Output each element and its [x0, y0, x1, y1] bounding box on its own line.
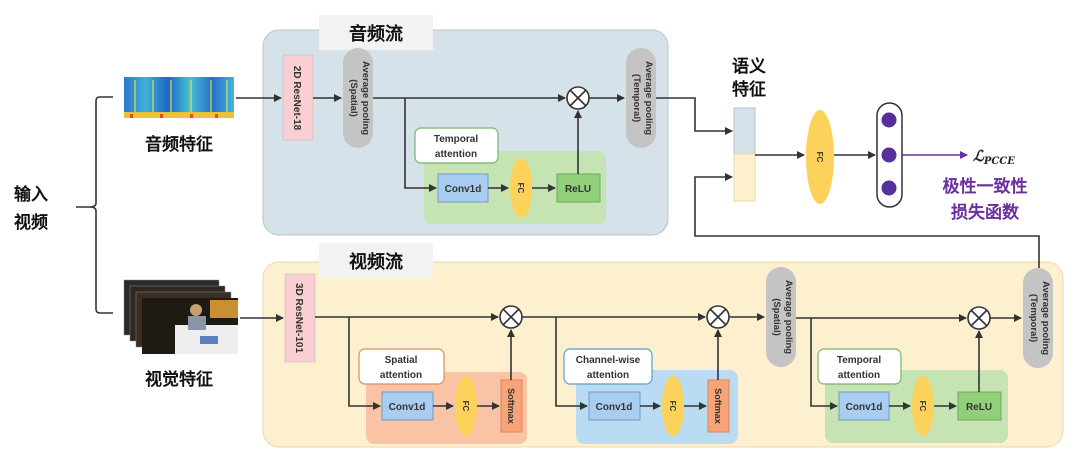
- audio-attention-title-line1: Temporal: [434, 134, 478, 145]
- channel-attention-title-line2: attention: [587, 370, 629, 381]
- channel-fc-block: [662, 376, 684, 436]
- spatial-attention-title-line2: attention: [380, 370, 422, 381]
- audio-pool-spatial-line2: (Spatial): [348, 79, 359, 116]
- video-temporal-attention-title-box: [817, 348, 902, 385]
- channel-conv1d-block: [588, 391, 641, 421]
- video-temporal-relu-block: [957, 391, 1002, 421]
- output-node: [881, 180, 897, 196]
- resnet101-label: 3D ResNet-101: [293, 283, 304, 353]
- input-brace: [76, 96, 113, 314]
- semantic-audio-segment: [733, 107, 756, 155]
- spatial-attention-title-line1: Spatial: [385, 355, 418, 366]
- channel-conv1d-label: Conv1d: [596, 402, 633, 413]
- loss-label-line2: 损失函数: [951, 202, 1020, 223]
- video-pool-spatial-line2: (Spatial): [771, 298, 782, 335]
- visual-feature-label: 视觉特征: [145, 369, 213, 390]
- video-temporal-conv1d-label: Conv1d: [846, 402, 883, 413]
- video-pool-spatial-line1: Average pooling: [783, 280, 794, 354]
- input-label-line1: 输入: [14, 184, 48, 205]
- video-temporal-attention-title-line1: Temporal: [837, 355, 881, 366]
- loss-label-line1: 极性一致性: [943, 176, 1028, 197]
- video-multiply-icon-1: [499, 305, 523, 329]
- audio-attention-title-line2: attention: [435, 149, 477, 160]
- semantic-label-line2: 特征: [732, 79, 766, 100]
- fusion-head: 语义 特征 FC ℒPCCE 极性一致性 损失函数: [656, 56, 1040, 268]
- spectrogram-image: [124, 77, 234, 118]
- output-node: [881, 112, 897, 128]
- audio-feature-label: 音频特征: [145, 134, 213, 155]
- spatial-fc-label: FC: [461, 401, 470, 412]
- video-frames-image: [123, 279, 238, 354]
- head-fc-block: [806, 110, 834, 204]
- video-temporal-conv1d-block: [838, 391, 890, 421]
- video-multiply-icon-2: [706, 305, 730, 329]
- head-fc-label: FC: [815, 152, 824, 163]
- video-pool-temporal-line2: (Temporal): [1028, 294, 1039, 342]
- semantic-video-segment: [733, 153, 756, 202]
- spatial-softmax-label: Softmax: [506, 388, 516, 424]
- audio-relu-label: ReLU: [565, 184, 591, 195]
- video-stream-title-box: [319, 243, 433, 278]
- audio-attention-title-box: [414, 127, 499, 164]
- loss-symbol: ℒPCCE: [973, 147, 1015, 167]
- audio-pool-temporal: [626, 48, 656, 148]
- output-node: [881, 147, 897, 163]
- audio-pool-temporal-line1: Average pooling: [643, 61, 654, 135]
- audio-stream-title: 音频流: [349, 23, 403, 45]
- video-pool-spatial: [766, 267, 796, 367]
- channel-attention-title-box: [563, 348, 653, 385]
- channel-attention-title-line1: Channel-wise: [576, 355, 641, 366]
- input-label-line2: 视频: [14, 212, 48, 233]
- audio-pool-temporal-line2: (Temporal): [631, 74, 642, 122]
- audio-pool-spatial-line1: Average pooling: [360, 61, 371, 135]
- resnet18-label: 2D ResNet-18: [291, 66, 302, 131]
- video-temporal-fc-block: [912, 376, 934, 436]
- resnet101-block: [284, 273, 316, 363]
- video-temporal-attention-title-line2: attention: [838, 370, 880, 381]
- spatial-conv1d-block: [381, 391, 434, 421]
- video-pool-temporal-line1: Average pooling: [1040, 281, 1051, 355]
- channel-fc-label: FC: [668, 401, 677, 412]
- video-stream: 视频流 3D ResNet-101 Spatial attention Conv…: [240, 243, 1064, 448]
- audio-fc-block: [510, 158, 532, 218]
- audio-stream: 音频流 2D ResNet-18 Average pooling (Spatia…: [236, 15, 669, 236]
- video-pool-temporal: [1023, 268, 1053, 368]
- spatial-fc-block: [455, 376, 477, 436]
- spatial-attention-title-box: [358, 348, 445, 385]
- video-temporal-fc-label: FC: [918, 401, 927, 412]
- audio-pool-spatial: [343, 48, 373, 148]
- audio-conv1d-label: Conv1d: [445, 184, 482, 195]
- audio-stream-title-box: [319, 15, 433, 50]
- audio-fc-label: FC: [516, 183, 525, 194]
- video-temporal-relu-label: ReLU: [966, 402, 992, 413]
- semantic-label-line1: 语义: [732, 56, 766, 77]
- video-multiply-icon-3: [967, 306, 991, 330]
- video-stream-title: 视频流: [349, 251, 403, 273]
- channel-softmax-label: Softmax: [713, 388, 723, 424]
- spatial-conv1d-label: Conv1d: [389, 402, 426, 413]
- audio-conv1d-block: [437, 173, 489, 203]
- audio-relu-block: [556, 173, 601, 203]
